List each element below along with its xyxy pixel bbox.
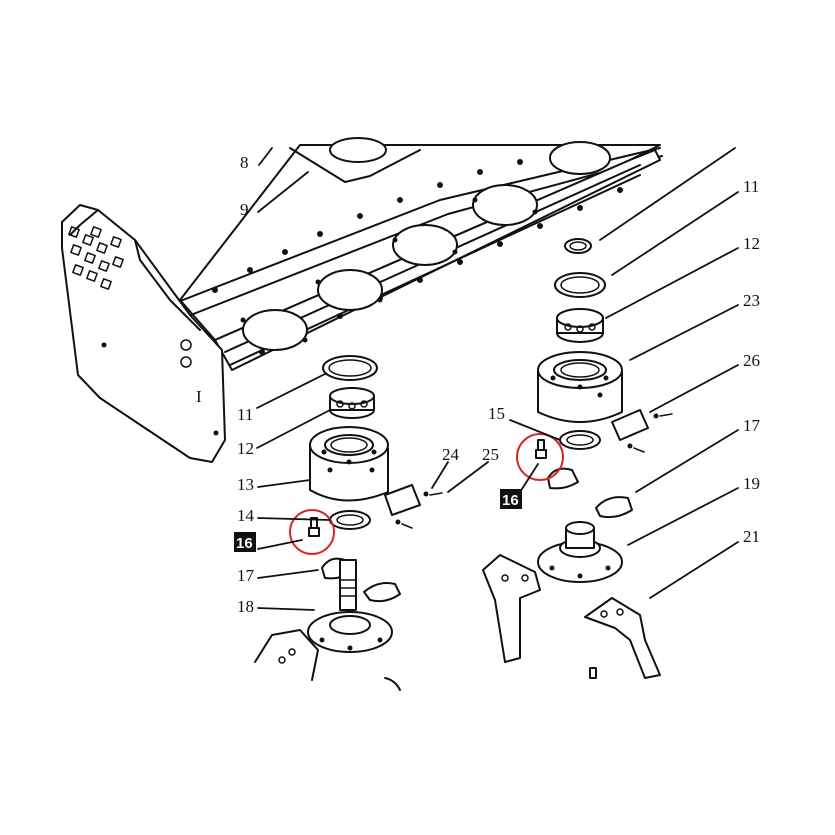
knife-holder-right [547, 467, 633, 519]
highlight-ring-left [289, 509, 335, 555]
hub-left [307, 559, 393, 653]
callout-9: 9 [240, 200, 249, 219]
hub-right [537, 521, 623, 583]
callout-16-right: 16 [500, 489, 522, 509]
callout-23: 23 [743, 291, 760, 310]
callout-16-right-text: 16 [502, 492, 519, 509]
callout-19: 19 [743, 474, 760, 493]
circlip-right [554, 272, 606, 298]
callout-16-left: 16 [234, 532, 256, 552]
leader-lines [256, 147, 739, 611]
callout-12-left: 12 [237, 439, 254, 458]
bracket-right [584, 597, 661, 679]
beam-bearing-openings [240, 137, 611, 351]
callout-16-left-text: 16 [236, 535, 253, 552]
bolt-right [535, 439, 547, 459]
callout-21: 21 [743, 527, 760, 546]
callout-18: 18 [237, 597, 254, 616]
circlip-right-top [564, 238, 592, 254]
callout-11-right: 11 [743, 177, 759, 196]
bearing-housing-left [309, 426, 389, 502]
bearing-right [556, 308, 604, 343]
bearing-housing-right [537, 351, 623, 423]
callout-25: 25 [482, 445, 499, 464]
callout-13: 13 [237, 475, 254, 494]
highlight-ring-right [516, 433, 564, 481]
callout-17-right: 17 [743, 416, 761, 435]
bolt-left [308, 517, 320, 537]
clamp-left [384, 484, 443, 529]
bracket-left [254, 629, 401, 691]
seal-right [559, 430, 601, 450]
end-plate-label: I [196, 387, 202, 406]
clamp-right [611, 409, 673, 453]
circlip-left [322, 355, 378, 381]
seal-left [329, 510, 371, 530]
callout-26: 26 [743, 351, 760, 370]
bracket-right-leg [482, 554, 541, 663]
end-plate-holes [68, 226, 219, 436]
knife-holder-left [321, 557, 401, 603]
bearing-left [329, 387, 375, 419]
callout-12-right: 12 [743, 234, 760, 253]
callout-24: 24 [442, 445, 460, 464]
cutter-bar-beam [169, 137, 663, 371]
callout-17-left: 17 [237, 566, 255, 585]
end-plate: I [61, 204, 226, 463]
left-assembly [254, 355, 443, 691]
callout-labels: 8 9 11 12 13 14 16 17 18 24 25 15 16 11 … [234, 153, 761, 616]
right-assembly [482, 238, 673, 679]
callout-14: 14 [237, 506, 255, 525]
callout-11-left: 11 [237, 405, 253, 424]
callout-15: 15 [488, 404, 505, 423]
callout-8: 8 [240, 153, 249, 172]
